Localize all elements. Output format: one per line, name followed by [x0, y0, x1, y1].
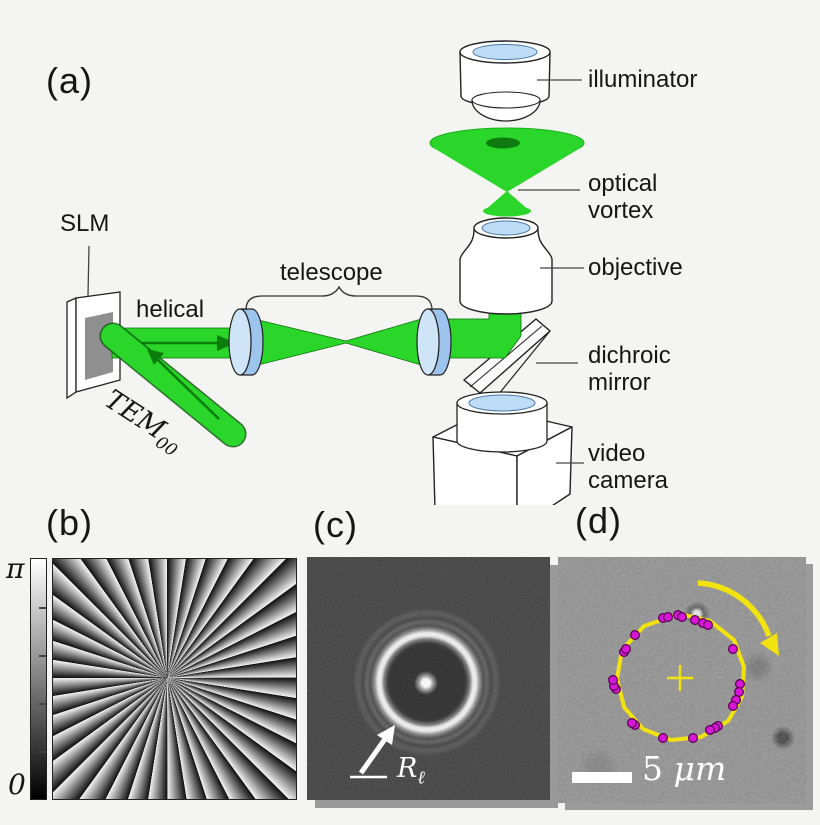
panel-c-label: (c) [313, 504, 358, 545]
video-camera-label: video camera [588, 440, 669, 494]
telescope-label: telescope [280, 259, 383, 286]
phase-mask-image [52, 558, 297, 800]
scale-bar-label: 5 μm [642, 749, 727, 788]
vortex-ring-glow [307, 557, 550, 800]
tem00-beam-arrow [157, 359, 220, 420]
illuminator-drawing [459, 40, 551, 122]
panel-b-label: (b) [46, 502, 93, 543]
telescope-lens-2 [416, 308, 452, 376]
objective-label: objective [588, 254, 683, 281]
panel-d-label: (d) [575, 500, 622, 541]
panel-a-label: (a) [46, 60, 93, 101]
telescope-lens-1 [228, 308, 264, 376]
video-camera-drawing [432, 391, 573, 505]
slm-label: SLM [60, 210, 110, 237]
optical-vortex-cone [429, 127, 585, 217]
apparatus-diagram [66, 40, 585, 505]
particle-circulation-image: 5 μm [558, 557, 806, 803]
objective-drawing [459, 217, 553, 315]
ring-radius-label: Rℓ [397, 753, 425, 789]
optical-vortex-label: optical vortex [588, 170, 658, 224]
illuminator-label: illuminator [588, 66, 698, 93]
scale-bar [572, 772, 632, 783]
colorbar-tick [39, 751, 46, 753]
slm-leader-line [87, 245, 90, 297]
telescope-brace [245, 285, 433, 311]
tem00-beam [99, 322, 247, 448]
phase-colorbar [30, 558, 47, 800]
helical-label: helical [136, 296, 205, 323]
colorbar-tick [39, 703, 46, 705]
telescope-beam [253, 316, 429, 368]
colorbar-tick [39, 607, 46, 609]
vortex-ring-image: Rℓ [307, 557, 550, 800]
colorbar-max-label: π [6, 552, 25, 585]
colorbar-min-label: 0 [8, 768, 26, 801]
colorbar-tick [39, 655, 46, 657]
dichroic-mirror-label: dichroic mirror [588, 342, 671, 396]
